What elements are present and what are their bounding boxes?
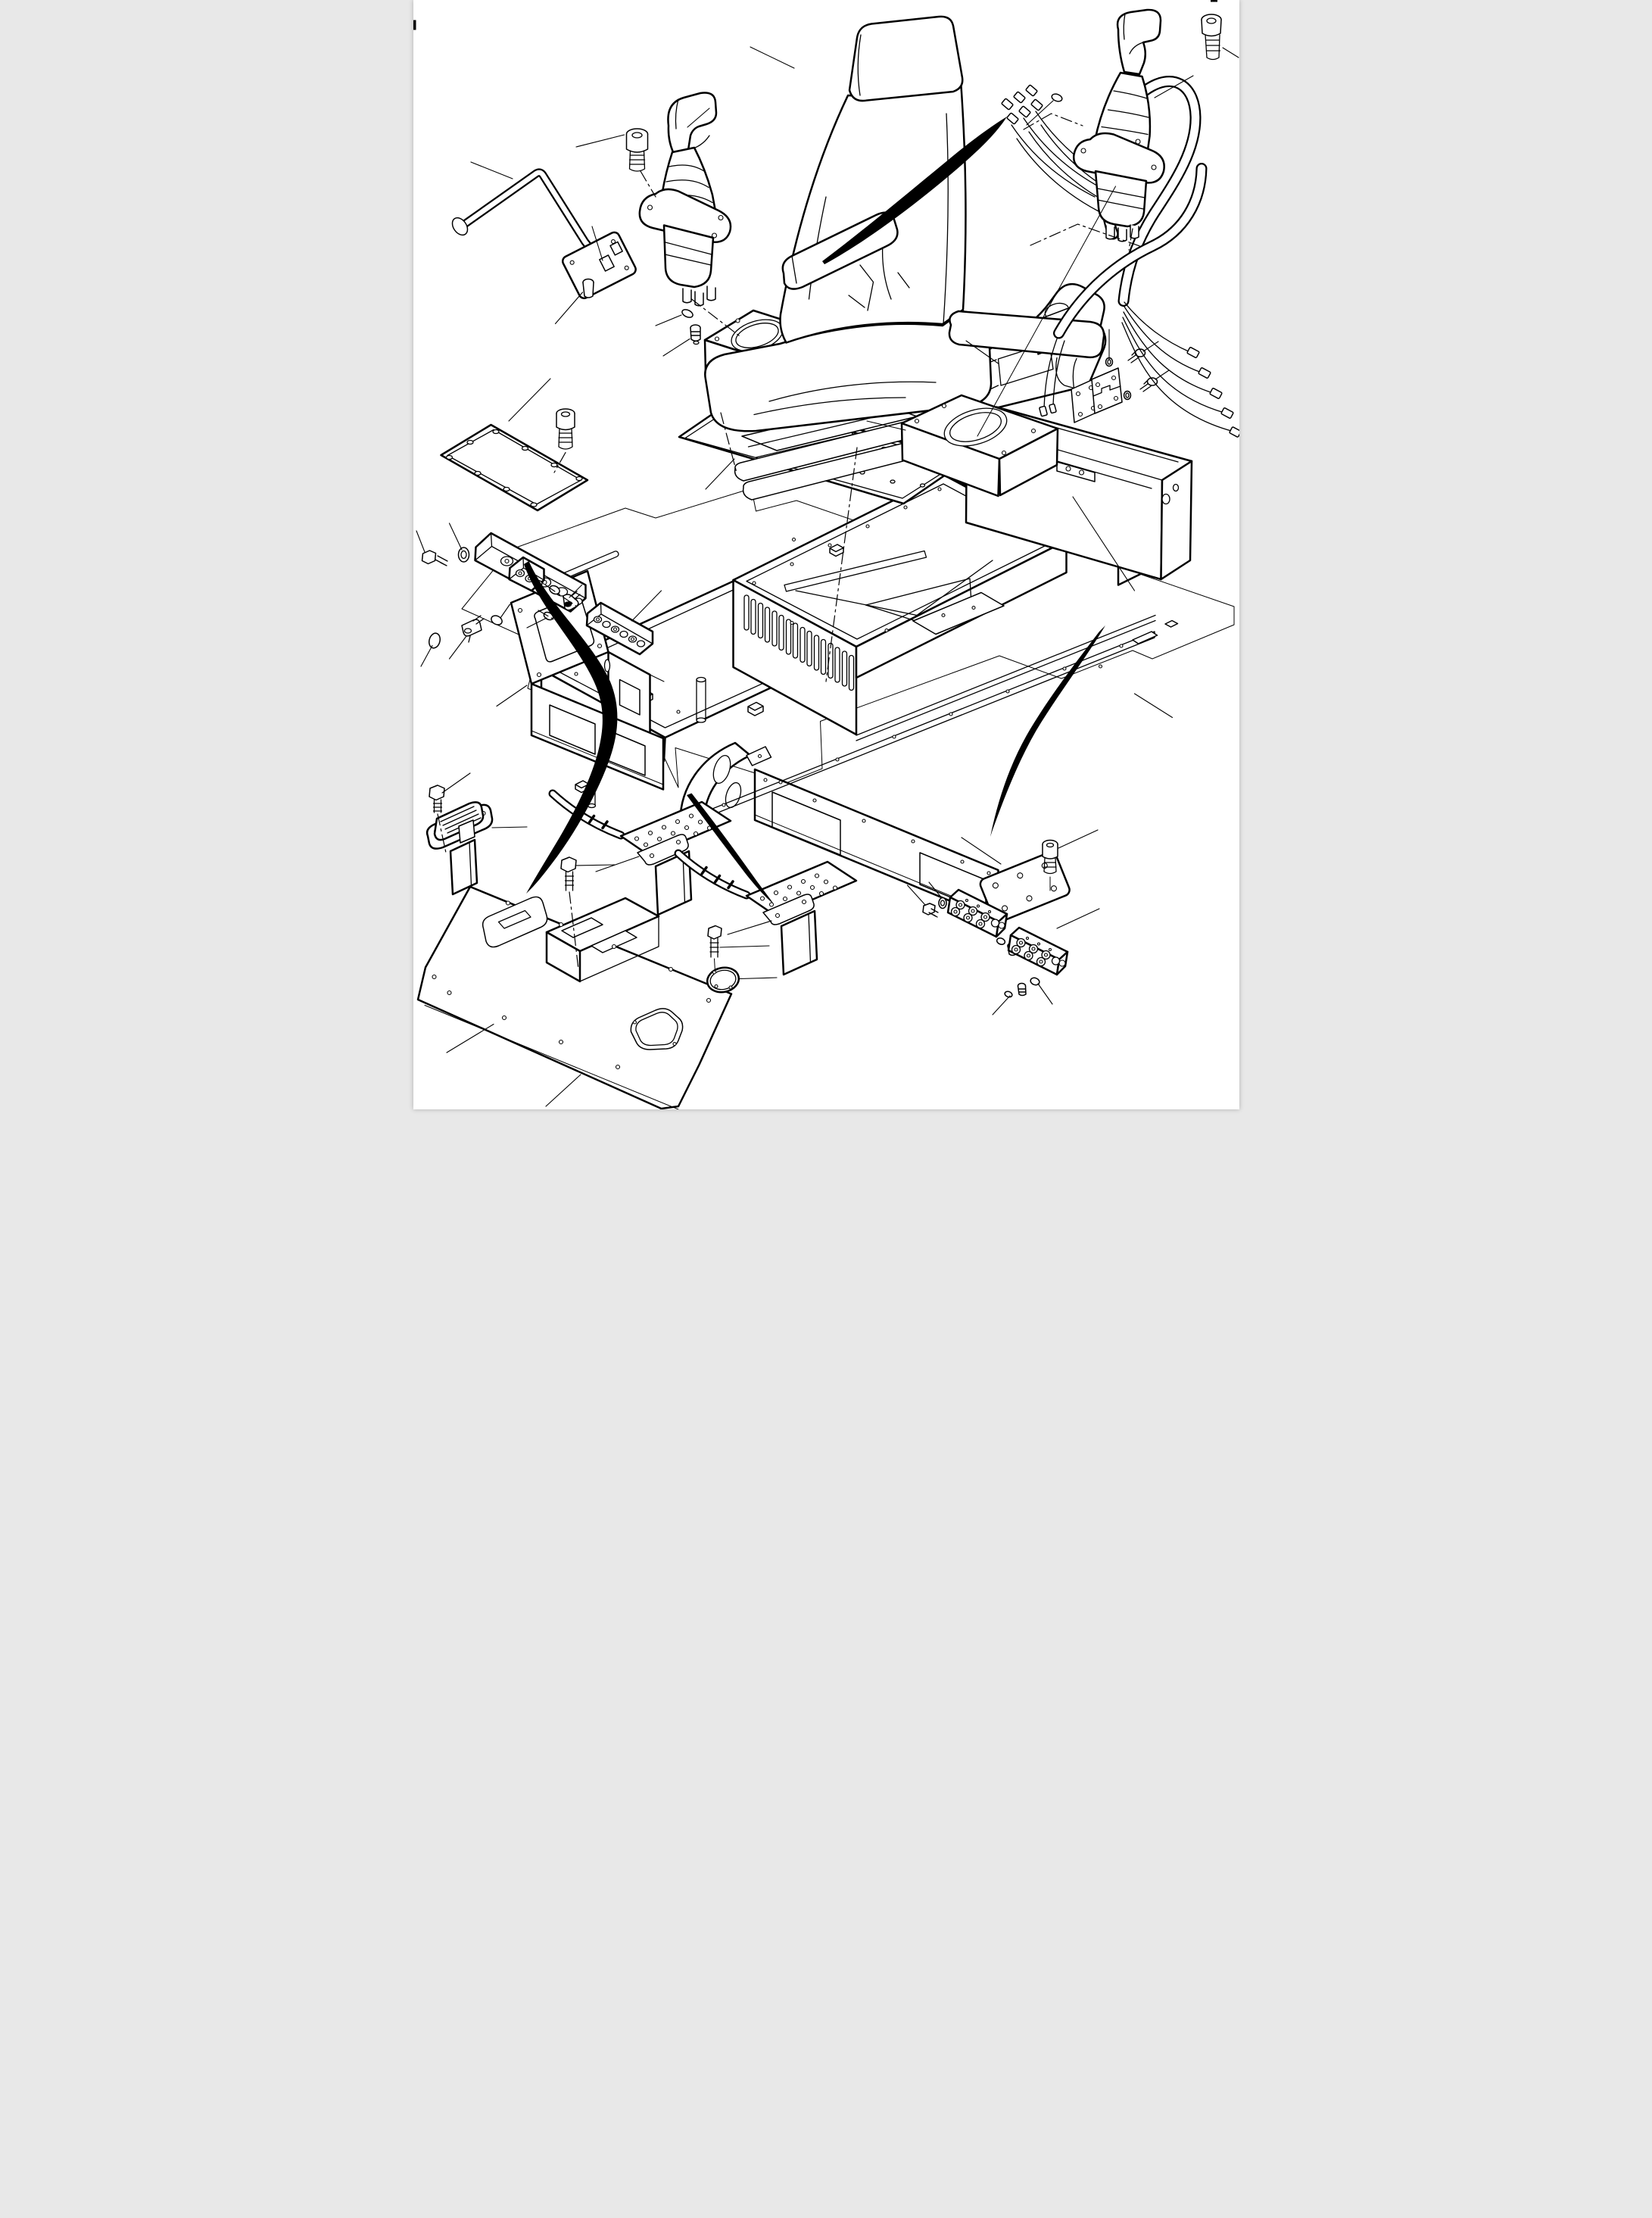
- operator-seat-assembly: [703, 15, 1105, 501]
- vent-slot-panel: [743, 594, 854, 691]
- o-ring-f: [1029, 977, 1040, 986]
- hinge-plate-inner: [1090, 367, 1123, 414]
- o-ring-e: [996, 937, 1005, 945]
- leader-lines: [415, 46, 1239, 1107]
- manifold-block-multi-port-upper: [946, 888, 1008, 938]
- socket-head-bolt-joystick-left: [625, 128, 648, 172]
- washer-manifold-right: [937, 897, 947, 909]
- pilot-joystick-right: [1072, 8, 1165, 242]
- hex-bolt-manifold-left: [421, 550, 448, 566]
- front-floor-cover-plate: [416, 885, 732, 1109]
- decel-pedal-assembly: [425, 801, 493, 896]
- fitting-joystick-left: [689, 324, 701, 345]
- washer-manifold-left: [457, 547, 469, 563]
- cover-plate-left: [439, 423, 588, 512]
- manifold-block-multi-port-lower: [1007, 926, 1068, 976]
- hex-bolt-decel-pedal: [428, 785, 445, 813]
- drawing-frame-marks: [413, 0, 1217, 30]
- diagram-page: [413, 0, 1239, 1109]
- exploded-parts-diagram: [413, 0, 1239, 1109]
- elbow-fitting-a: [460, 615, 485, 643]
- cover-plate-bottom-right: [979, 851, 1071, 923]
- o-ring-joystick-right: [1050, 93, 1063, 102]
- o-ring-joystick-left: [681, 309, 694, 318]
- o-ring-b: [428, 632, 441, 649]
- oval-cover: [706, 966, 740, 994]
- travel-pedal-right: [674, 849, 857, 976]
- assembly-direction-arrows: [523, 117, 1105, 904]
- hex-bolt-travel-pedal: [559, 856, 577, 891]
- floor-frame-weldment: [510, 452, 1189, 922]
- assembly-axis-lines: [436, 113, 1142, 970]
- hinge-washers: [1105, 357, 1131, 401]
- o-ring-a: [490, 615, 503, 625]
- pilot-joystick-left: [638, 92, 731, 307]
- frame-mounting-rails: [677, 614, 1178, 829]
- socket-head-bolt-cover-plate-right: [1041, 839, 1058, 891]
- socket-head-bolt-cover-plate-left: [555, 408, 575, 450]
- hex-bolt-manifold-right: [921, 903, 939, 918]
- socket-head-bolt-top-right: [1200, 14, 1222, 61]
- manifold-strip-6-port: [585, 601, 653, 656]
- control-lever-rod: [451, 168, 609, 265]
- o-ring-c: [548, 585, 560, 595]
- plug-fitting-b: [1017, 982, 1027, 997]
- lever-mounting-bracket: [561, 231, 637, 300]
- hose-fan-with-fittings: [1121, 301, 1239, 438]
